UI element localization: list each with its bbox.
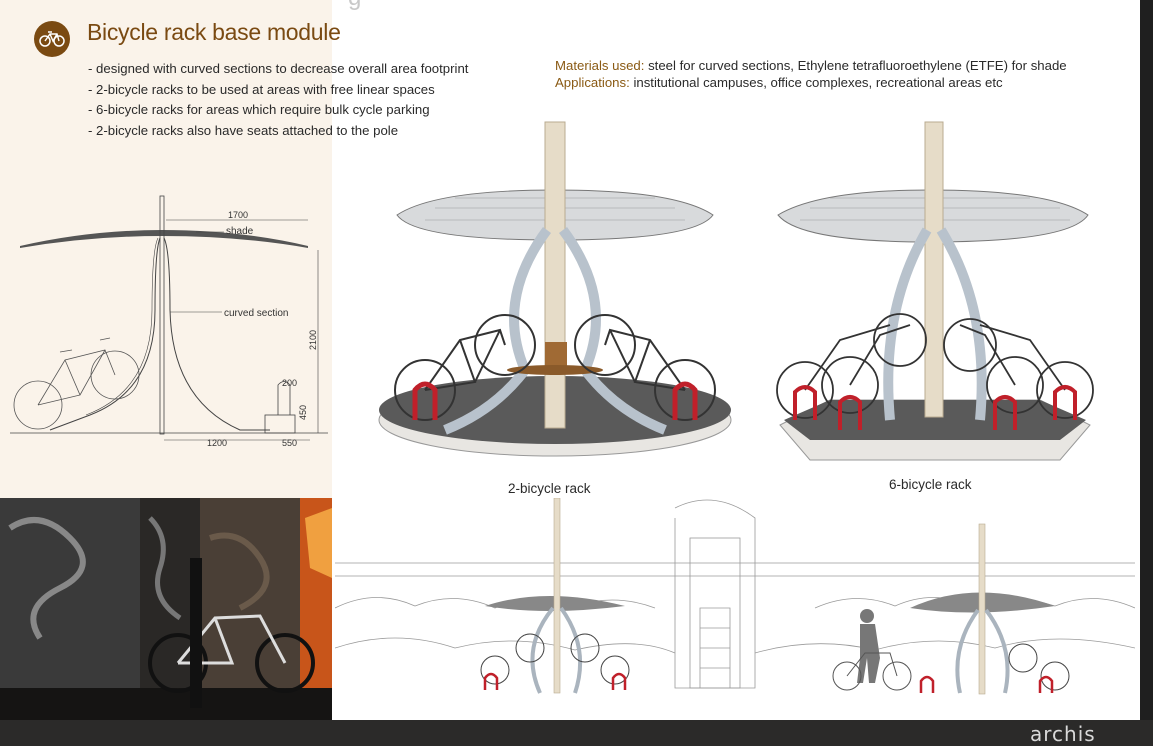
curved-section-left <box>49 237 161 431</box>
red-hoop <box>793 385 817 420</box>
feature-list: - designed with curved sections to decre… <box>88 59 468 141</box>
center-pole <box>924 121 944 418</box>
dimension-1200: 1200 <box>207 438 227 448</box>
footer-bar <box>0 720 1153 746</box>
feature-item: - 6-bicycle racks for areas which requir… <box>88 102 430 117</box>
red-hoop <box>993 395 1017 430</box>
bicycle-sketch <box>13 337 140 430</box>
bicycle-left <box>394 314 536 421</box>
photo-illustration <box>0 498 332 720</box>
curved-section-right <box>936 227 987 421</box>
dimension-1700: 1700 <box>228 210 248 220</box>
shade-label: shade <box>226 226 254 237</box>
center-pole <box>159 195 165 435</box>
faded-heading-fragment: g <box>348 0 361 12</box>
six-rack-caption: 6-bicycle rack <box>889 477 972 492</box>
dimension-2100: 2100 <box>308 330 318 350</box>
bicycle-group <box>776 313 1094 419</box>
feature-item: - 2-bicycle racks to be used at areas wi… <box>88 81 435 97</box>
right-edge-strip <box>1140 0 1153 720</box>
dimension-450: 450 <box>298 405 308 420</box>
red-hoop-right <box>672 381 698 420</box>
wooden-seat <box>545 342 567 370</box>
feature-item: - designed with curved sections to decre… <box>88 61 469 76</box>
red-hoop <box>838 395 862 430</box>
rack-hoop <box>277 381 291 415</box>
shade-canopy <box>20 230 308 248</box>
person-with-bicycle <box>832 609 912 691</box>
page-title: Bicycle rack base module <box>87 19 341 45</box>
feature-item: - 2-bicycle racks also have seats attach… <box>88 122 399 138</box>
six-bicycle-rack-render <box>776 121 1094 461</box>
dimension-550: 550 <box>282 438 297 448</box>
street-scene-sketch <box>335 498 1135 720</box>
small-rack-left <box>480 498 630 694</box>
bicycle-right <box>574 314 716 421</box>
materials-line: Materials used: steel for curved section… <box>555 57 1067 74</box>
curved-section-label: curved section <box>224 308 288 319</box>
rack-base <box>264 414 296 434</box>
two-rack-caption: 2-bicycle rack <box>508 481 591 496</box>
applications-label: Applications: <box>555 75 630 90</box>
dimension-200: 200 <box>282 378 297 388</box>
center-pole <box>544 121 566 429</box>
applications-text: institutional campuses, office complexes… <box>629 75 1003 90</box>
graffiti-photo <box>0 498 332 720</box>
title-badge <box>34 21 70 57</box>
two-bicycle-rack-render <box>378 121 732 457</box>
curved-section-right <box>163 237 270 431</box>
archis-logo: archis <box>1030 722 1096 746</box>
small-rack-right <box>910 523 1070 695</box>
materials-text: steel for curved sections, Ethylene tetr… <box>644 58 1067 73</box>
bicycle-icon <box>39 31 65 47</box>
curved-section-left <box>883 227 932 421</box>
materials-label: Materials used: <box>555 58 645 73</box>
red-hoop <box>1053 385 1077 420</box>
elevation-drawing: 1700 shade curved section 2100 200 450 1… <box>10 195 328 448</box>
applications-line: Applications: institutional campuses, of… <box>555 74 1067 91</box>
red-hoop-left <box>412 381 438 420</box>
materials-info: Materials used: steel for curved section… <box>555 57 1067 91</box>
